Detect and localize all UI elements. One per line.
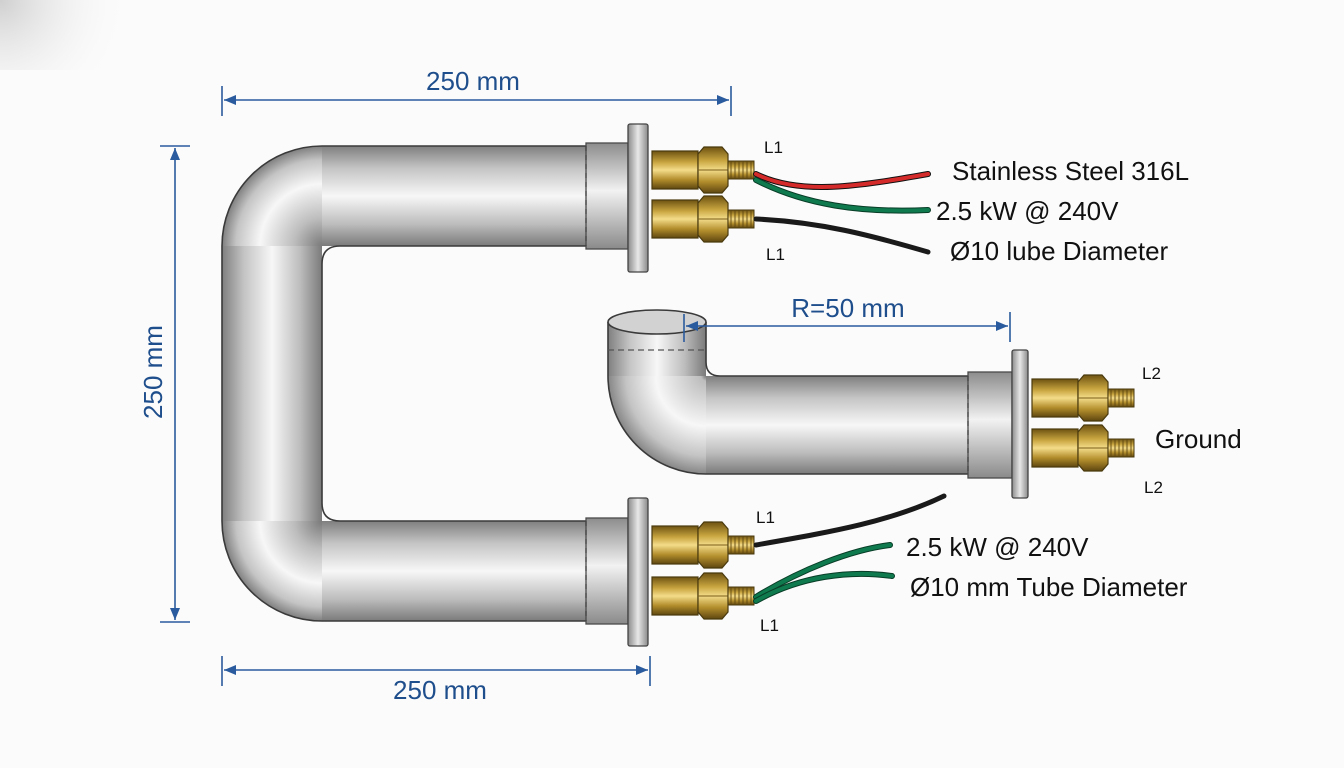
dimension-bottom: 250 mm xyxy=(221,656,651,705)
terminal-label-right-top: L2 xyxy=(1142,364,1161,383)
terminal-right-bottom xyxy=(1031,424,1135,472)
lower-flange-fitting xyxy=(585,497,649,647)
material-note: Stainless Steel 316L xyxy=(952,156,1189,186)
l-shaped-heating-tube xyxy=(607,309,1029,499)
diameter-note-lower: Ø10 mm Tube Diameter xyxy=(910,572,1188,602)
dimension-radius: R=50 mm xyxy=(683,293,1011,342)
u-shaped-heating-tube xyxy=(221,145,594,622)
lead-wires xyxy=(753,171,947,604)
terminal-right-top xyxy=(1031,374,1135,422)
terminal-label-lower-bottom: L1 xyxy=(760,616,779,635)
corner-shade xyxy=(0,0,140,70)
dimension-left-label: 250 mm xyxy=(138,325,168,419)
dimension-top: 250 mm xyxy=(221,66,732,116)
upper-flange-fitting xyxy=(585,123,649,273)
terminal-lower-bottom xyxy=(651,572,755,620)
dimension-bottom-label: 250 mm xyxy=(393,675,487,705)
dimension-top-label: 250 mm xyxy=(426,66,520,96)
terminal-label-lower-top: L1 xyxy=(756,508,775,527)
black-wire-upper xyxy=(753,216,931,255)
black-wire-lower xyxy=(753,493,947,548)
terminal-lower-top xyxy=(651,521,755,569)
terminal-label-upper-bottom: L1 xyxy=(766,245,785,264)
terminal-label-right-bottom: L2 xyxy=(1144,478,1163,497)
terminal-upper-top xyxy=(651,146,755,194)
dimension-radius-label: R=50 mm xyxy=(791,293,904,323)
power-note-upper: 2.5 kW @ 240V xyxy=(936,196,1119,226)
diameter-note-upper: Ø10 lube Diameter xyxy=(950,236,1169,266)
brass-terminals xyxy=(651,146,1135,620)
ground-note: Ground xyxy=(1155,424,1242,454)
power-note-lower: 2.5 kW @ 240V xyxy=(906,532,1089,562)
dimension-left: 250 mm xyxy=(138,145,190,623)
terminal-upper-bottom xyxy=(651,195,755,243)
terminal-label-upper-top: L1 xyxy=(764,138,783,157)
